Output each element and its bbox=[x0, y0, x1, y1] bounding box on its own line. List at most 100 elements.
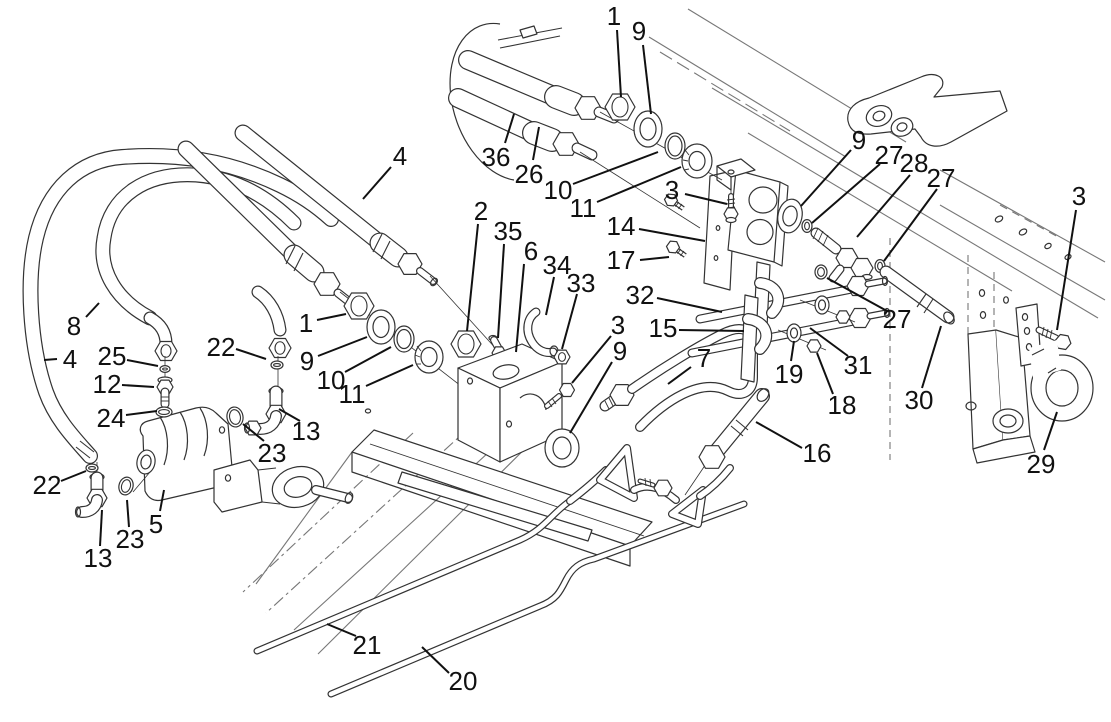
hose-30 bbox=[879, 265, 955, 325]
hose-8-loop bbox=[95, 167, 302, 362]
leader-line bbox=[639, 256, 670, 261]
leader-line bbox=[85, 302, 100, 318]
callout-12-35: 12 bbox=[93, 369, 155, 399]
leader-line bbox=[1043, 411, 1058, 451]
callout-label: 10 bbox=[317, 365, 346, 395]
leader-line bbox=[856, 174, 911, 238]
callout-10-4: 10 bbox=[544, 151, 659, 205]
callout-11-41: 11 bbox=[339, 364, 414, 409]
leader-line bbox=[125, 410, 158, 416]
leader-line bbox=[278, 408, 301, 422]
leader-line bbox=[126, 499, 130, 528]
callout-label: 16 bbox=[803, 438, 832, 468]
callout-3-6: 3 bbox=[665, 175, 728, 205]
callout-label: 5 bbox=[149, 509, 163, 539]
callout-1-0: 1 bbox=[607, 1, 622, 98]
callout-9-39: 9 bbox=[300, 336, 368, 376]
pump-5 bbox=[136, 406, 354, 513]
callout-label: 13 bbox=[84, 543, 113, 573]
callout-13-42: 13 bbox=[278, 408, 321, 446]
leader-line bbox=[60, 470, 87, 482]
leader-line bbox=[667, 366, 692, 385]
callout-label: 34 bbox=[543, 250, 572, 280]
leader-line bbox=[362, 166, 392, 200]
callout-2-10: 2 bbox=[466, 196, 488, 332]
callout-label: 26 bbox=[515, 159, 544, 189]
leader-line bbox=[326, 623, 357, 637]
leader-line bbox=[421, 646, 450, 674]
leader-line bbox=[883, 188, 938, 262]
callout-34-13: 34 bbox=[543, 250, 572, 316]
callout-1-38: 1 bbox=[299, 308, 347, 338]
callout-label: 33 bbox=[567, 268, 596, 298]
leader-line bbox=[569, 361, 613, 434]
callout-23-46: 23 bbox=[116, 499, 145, 554]
leader-line bbox=[99, 509, 103, 547]
leader-line bbox=[316, 313, 347, 321]
leader-line bbox=[159, 489, 165, 512]
callout-31-27: 31 bbox=[809, 327, 872, 380]
leader-line bbox=[365, 364, 414, 387]
leader-line bbox=[678, 329, 745, 332]
callout-label: 3 bbox=[611, 310, 625, 340]
callout-label: 22 bbox=[207, 332, 236, 362]
callout-label: 9 bbox=[852, 125, 866, 155]
leader-line bbox=[684, 193, 728, 205]
callout-label: 1 bbox=[607, 1, 621, 31]
callout-label: 21 bbox=[353, 630, 382, 660]
callout-label: 24 bbox=[97, 403, 126, 433]
clevis-bracket bbox=[847, 74, 1008, 147]
callout-15-19: 15 bbox=[649, 313, 745, 343]
callout-16-30: 16 bbox=[755, 421, 832, 468]
callout-label: 13 bbox=[292, 416, 321, 446]
callout-label: 18 bbox=[828, 390, 857, 420]
callout-25-34: 25 bbox=[98, 341, 159, 371]
callout-label: 17 bbox=[607, 245, 636, 275]
callout-7-17: 7 bbox=[667, 343, 711, 385]
clamp-tubes bbox=[687, 261, 891, 383]
leader-line bbox=[561, 293, 578, 350]
callout-13-45: 13 bbox=[84, 509, 113, 573]
leader-line bbox=[545, 276, 555, 316]
callout-label: 3 bbox=[665, 175, 679, 205]
hose-26-pair bbox=[448, 50, 620, 161]
callout-label: 8 bbox=[67, 311, 81, 341]
callout-label: 23 bbox=[116, 524, 145, 554]
callout-9-20: 9 bbox=[800, 125, 866, 207]
leader-line bbox=[616, 29, 622, 98]
callout-label: 1 bbox=[299, 308, 313, 338]
leader-line bbox=[656, 297, 723, 313]
callout-3-24: 3 bbox=[1056, 181, 1086, 331]
leader-line bbox=[242, 423, 265, 442]
callout-9-1: 9 bbox=[632, 16, 652, 115]
part-stack-mid bbox=[339, 291, 471, 394]
callout-5-47: 5 bbox=[149, 489, 165, 539]
part-stack-top bbox=[579, 93, 723, 229]
support-post bbox=[889, 238, 1036, 464]
tee-fitting-28 bbox=[777, 198, 886, 283]
leader-line bbox=[317, 336, 368, 357]
leader-line bbox=[638, 228, 706, 242]
hose-16 bbox=[698, 388, 770, 469]
callout-label: 3 bbox=[1072, 181, 1086, 211]
callout-17-8: 17 bbox=[607, 245, 670, 275]
callout-label: 4 bbox=[393, 141, 407, 171]
fitting-stack-left bbox=[155, 356, 287, 436]
leader-line bbox=[121, 384, 155, 388]
leader-line bbox=[504, 113, 515, 144]
callout-label: 35 bbox=[494, 216, 523, 246]
callout-label: 11 bbox=[339, 379, 366, 409]
callout-27-25: 27 bbox=[826, 277, 911, 334]
leader-line bbox=[1056, 209, 1077, 331]
leader-line bbox=[826, 277, 888, 312]
callout-3-15: 3 bbox=[571, 310, 625, 384]
callout-20-49: 20 bbox=[421, 646, 477, 696]
leader-line bbox=[800, 149, 852, 207]
callout-label: 14 bbox=[607, 211, 636, 241]
callout-24-36: 24 bbox=[97, 403, 158, 433]
leader-line bbox=[596, 166, 682, 203]
callout-label: 25 bbox=[98, 341, 127, 371]
callout-label: 11 bbox=[570, 193, 597, 223]
